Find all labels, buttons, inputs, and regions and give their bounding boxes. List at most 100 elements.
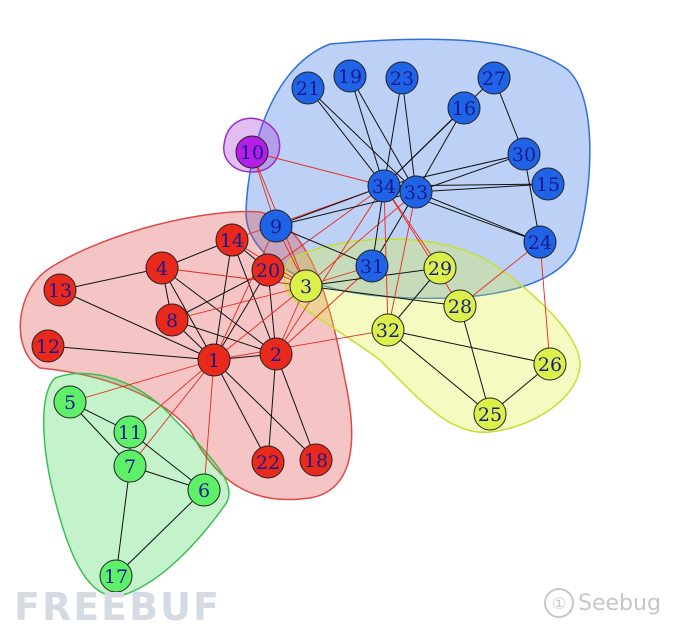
node-label-33: 33 bbox=[404, 182, 428, 204]
node-34: 34 bbox=[367, 169, 401, 203]
edge-9-34 bbox=[275, 185, 385, 227]
edge-23-34 bbox=[383, 77, 403, 187]
node-label-32: 32 bbox=[376, 320, 400, 342]
node-21: 21 bbox=[291, 71, 325, 105]
node-label-15: 15 bbox=[536, 174, 560, 196]
node-22: 22 bbox=[251, 445, 285, 479]
node-label-4: 4 bbox=[156, 258, 168, 280]
node-label-31: 31 bbox=[360, 256, 384, 278]
freebuf-watermark: FREEBUF bbox=[14, 585, 221, 629]
node-label-21: 21 bbox=[296, 78, 320, 100]
edge-2-18 bbox=[275, 353, 317, 461]
edge-1-7 bbox=[129, 359, 215, 467]
hull-green bbox=[43, 372, 230, 597]
edge-1-5 bbox=[69, 359, 215, 403]
node-1: 1 bbox=[197, 343, 231, 377]
node-label-17: 17 bbox=[104, 566, 128, 588]
node-12: 12 bbox=[31, 329, 65, 363]
node-circle-17 bbox=[99, 559, 133, 593]
edge-8-3 bbox=[171, 285, 307, 321]
edge-1-22 bbox=[213, 359, 269, 463]
node-7: 7 bbox=[113, 449, 147, 483]
node-label-34: 34 bbox=[372, 176, 396, 198]
node-8: 8 bbox=[155, 303, 189, 337]
node-label-5: 5 bbox=[64, 392, 76, 414]
node-30: 30 bbox=[507, 137, 541, 171]
node-circle-12 bbox=[31, 329, 65, 363]
edge-1-12 bbox=[47, 345, 215, 361]
node-circle-28 bbox=[443, 289, 477, 323]
node-circle-33 bbox=[399, 175, 433, 209]
edge-1-6 bbox=[203, 359, 215, 491]
node-10: 10 bbox=[235, 135, 269, 169]
node-circle-31 bbox=[355, 249, 389, 283]
node-circle-15 bbox=[531, 167, 565, 201]
edge-27-34 bbox=[383, 77, 495, 187]
node-28: 28 bbox=[443, 289, 477, 323]
node-label-24: 24 bbox=[528, 232, 552, 254]
node-19: 19 bbox=[333, 59, 367, 93]
node-3: 3 bbox=[289, 269, 323, 303]
edge-26-32 bbox=[387, 329, 551, 365]
node-label-30: 30 bbox=[512, 144, 536, 166]
node-9: 9 bbox=[259, 209, 293, 243]
edge-2-22 bbox=[267, 353, 277, 463]
edge-6-17 bbox=[115, 489, 205, 577]
edge-30-33 bbox=[415, 153, 525, 193]
node-24: 24 bbox=[523, 225, 557, 259]
edge-9-31 bbox=[275, 225, 373, 267]
node-circle-1 bbox=[197, 343, 231, 377]
node-17: 17 bbox=[99, 559, 133, 593]
edge-19-33 bbox=[349, 75, 417, 193]
node-label-27: 27 bbox=[482, 68, 506, 90]
node-26: 26 bbox=[533, 347, 567, 381]
node-label-11: 11 bbox=[118, 422, 142, 444]
hull-yellow bbox=[283, 238, 581, 433]
node-circle-14 bbox=[215, 223, 249, 257]
node-circle-23 bbox=[385, 61, 419, 95]
node-circle-22 bbox=[251, 445, 285, 479]
node-circle-29 bbox=[423, 251, 457, 285]
node-25: 25 bbox=[473, 397, 507, 431]
edge-29-34 bbox=[383, 185, 441, 269]
edge-20-34 bbox=[267, 185, 385, 271]
edge-24-33 bbox=[415, 191, 541, 243]
node-11: 11 bbox=[113, 415, 147, 449]
edge-24-28 bbox=[459, 241, 541, 307]
edge-1-9 bbox=[213, 225, 277, 361]
node-circle-10 bbox=[235, 135, 269, 169]
community-hulls bbox=[19, 38, 591, 597]
node-circle-9 bbox=[259, 209, 293, 243]
node-label-3: 3 bbox=[300, 276, 312, 298]
edge-19-34 bbox=[349, 75, 385, 187]
edge-2-14 bbox=[231, 239, 277, 355]
node-label-18: 18 bbox=[304, 450, 328, 472]
seebug-logo-icon: ① bbox=[544, 588, 574, 618]
edge-21-34 bbox=[307, 87, 385, 187]
node-circle-24 bbox=[523, 225, 557, 259]
edge-2-34 bbox=[275, 185, 385, 355]
node-4: 4 bbox=[145, 251, 179, 285]
node-5: 5 bbox=[53, 385, 87, 419]
edge-10-34 bbox=[251, 151, 385, 187]
node-label-23: 23 bbox=[390, 68, 414, 90]
edge-7-17 bbox=[115, 465, 131, 577]
edge-1-11 bbox=[129, 359, 215, 433]
node-circle-16 bbox=[447, 91, 481, 125]
node-20: 20 bbox=[251, 253, 285, 287]
node-circle-2 bbox=[259, 337, 293, 371]
node-circle-27 bbox=[477, 61, 511, 95]
node-label-29: 29 bbox=[428, 258, 452, 280]
edge-23-33 bbox=[401, 77, 417, 193]
node-circle-30 bbox=[507, 137, 541, 171]
edge-1-3 bbox=[213, 285, 307, 361]
node-label-12: 12 bbox=[36, 336, 60, 358]
edge-15-33 bbox=[415, 183, 549, 193]
edge-2-8 bbox=[171, 319, 277, 355]
node-circle-32 bbox=[371, 313, 405, 347]
node-2: 2 bbox=[259, 337, 293, 371]
node-circle-18 bbox=[299, 443, 333, 477]
seebug-wordmark: Seebug bbox=[578, 590, 661, 616]
